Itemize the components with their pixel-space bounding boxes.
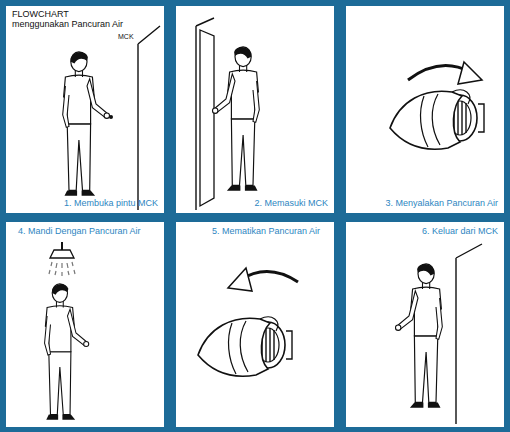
panel-1-art — [63, 26, 160, 210]
door-edge — [138, 26, 160, 210]
arrow-head — [458, 62, 482, 84]
step-panel: 2. Memasuki MCK — [176, 6, 334, 213]
hand-on-tap — [198, 317, 292, 376]
step-panel: 6. Keluar dari MCK — [346, 222, 504, 427]
step-caption: 2. Memasuki MCK — [254, 198, 328, 209]
open-door — [200, 30, 214, 206]
water-drops — [49, 262, 75, 276]
person-figure — [63, 52, 110, 196]
step-panel: 3. Menyalakan Pancuran Air — [346, 6, 504, 213]
arrow-head — [228, 268, 252, 291]
panel-4-art — [45, 242, 89, 420]
door-frame — [196, 18, 214, 210]
panel — [346, 222, 504, 427]
hand-on-tap — [390, 90, 484, 149]
shower-head — [50, 250, 74, 258]
step-panel: 5. Mematikan Pancuran Air — [176, 222, 334, 427]
panel — [346, 6, 504, 213]
step-caption: 5. Mematikan Pancuran Air — [212, 226, 320, 237]
person-figure — [213, 47, 260, 191]
panel — [176, 6, 334, 213]
title-box: FLOWCHART menggunakan Pancuran Air — [12, 9, 126, 29]
shower-pipe — [61, 242, 63, 250]
label-box: MCK — [118, 33, 134, 41]
diagram-title: FLOWCHART menggunakan Pancuran Air — [12, 9, 126, 29]
panel — [176, 222, 334, 427]
panel — [6, 222, 164, 427]
panel-5-art — [198, 268, 298, 376]
step-caption: 4. Mandi Dengan Pancuran Air — [18, 226, 141, 237]
door-label: MCK — [118, 33, 134, 41]
panel — [6, 6, 164, 213]
panel-6-art — [396, 244, 483, 424]
step-caption: 6. Keluar dari MCK — [422, 226, 498, 237]
person-figure — [45, 284, 89, 420]
door-edge — [456, 244, 482, 424]
step-panel: 1. Membuka pintu MCK — [6, 6, 164, 213]
step-panel: 4. Mandi Dengan Pancuran Air — [6, 222, 164, 427]
person-figure — [396, 264, 443, 408]
step-caption: 3. Menyalakan Pancuran Air — [385, 198, 498, 209]
panel-2-art — [196, 18, 259, 210]
panels — [6, 6, 504, 427]
panel-3-art — [390, 62, 484, 149]
step-caption: 1. Membuka pintu MCK — [64, 198, 158, 209]
